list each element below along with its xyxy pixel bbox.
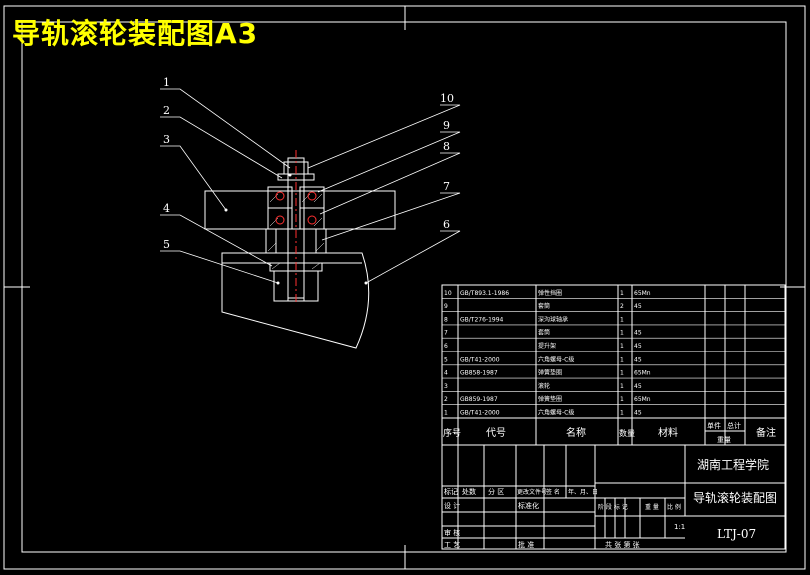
bom-cell-qty: 1 [620,383,624,390]
bom-cell-name: 弹性挡圈 [538,289,562,297]
hdr-total: 总计 [727,421,741,430]
bom-cell-name: 滚轮 [538,382,550,390]
bom-cell-code: GB858-1987 [460,370,498,377]
hdr-unit: 单件 [707,421,721,430]
bom-cell-name: 弹簧垫圈 [538,395,562,403]
bom-cell-name: 套筒 [538,329,550,337]
bom-cell-qty: 2 [620,303,624,310]
bom-cell-material: 45 [634,343,642,350]
tb-date: 年、月、日 [568,488,598,496]
bom-cell-no: 8 [444,316,448,323]
callout-1: 1 [163,76,170,89]
bom-cell-qty: 1 [620,410,624,417]
tb-approve: 批 准 [518,540,534,549]
tb-school: 湖南工程学院 [697,457,769,472]
tb-sign: 签 名 [546,488,560,496]
callout-9: 9 [443,119,450,132]
inner-frame [21,21,787,553]
callout-7: 7 [443,180,450,193]
bom-cell-material: 45 [634,330,642,337]
lift-frame [221,252,370,349]
bom-cell-material: 45 [634,383,642,390]
tb-mark: 标记 [444,487,458,496]
bom-cell-material: 45 [634,356,642,363]
bom-cell-qty: 1 [620,356,624,363]
hdr-qty: 数量 [619,428,635,438]
callout-8: 8 [443,140,450,153]
bom-cell-qty: 1 [620,343,624,350]
bom-cell-name: 深沟球轴承 [538,315,568,323]
bom-cell-code: GB/T41-2000 [460,410,500,417]
bom-cell-no: 9 [444,303,448,310]
tb-design: 设 计 [444,501,460,510]
bom-cell-name: 弹簧垫圈 [538,369,562,377]
bom-cell-no: 3 [444,383,448,390]
bom-cell-qty: 1 [620,330,624,337]
bom-cell-code: GB/T893.1-1986 [460,290,509,297]
tb-count: 处数 [462,487,476,496]
tb-sheets: 共 张 第 张 [605,540,640,549]
hatch-lines [267,193,325,270]
tb-ratio: 比 例 [667,503,681,511]
callout-10: 10 [440,92,454,105]
callout-2: 2 [163,104,170,117]
tb-zone: 分 区 [488,487,504,496]
bom-cell-code: GB859-1987 [460,396,498,403]
bom-cell-material: 45 [634,303,642,310]
bom-cell-material: 65Mn [634,290,651,297]
bom-cell-name: 六角螺母-C级 [538,409,574,417]
bom-cell-material: 45 [634,410,642,417]
callout-6: 6 [443,218,450,231]
callout-5: 5 [163,238,170,251]
bom-cell-material: 65Mn [634,396,651,403]
bom-cell-no: 10 [444,290,452,297]
bom-cell-name: 六角螺母-C级 [538,355,574,363]
bom-cell-code: GB/T41-2000 [460,356,500,363]
hdr-mass: 重量 [717,436,731,444]
tb-scale: 1:1 [674,523,685,531]
bom-cell-material: 65Mn [634,370,651,377]
hdr-code: 代号 [486,427,506,439]
bom-cell-no: 5 [444,356,448,363]
callout-3: 3 [163,133,170,146]
bom-cell-qty: 1 [620,370,624,377]
hdr-material: 材料 [658,426,678,439]
bom-cell-qty: 1 [620,290,624,297]
tb-doc: 更改文件号 [517,488,547,496]
tb-std: 标准化 [518,501,539,510]
hdr-no: 序号 [443,427,461,439]
bom-cell-qty: 1 [620,316,624,323]
callout-4: 4 [163,202,170,215]
bom-cell-no: 6 [444,343,448,350]
bom-cell-no: 4 [444,370,448,377]
bom-cell-no: 1 [444,410,448,417]
bom-cell-no: 2 [444,396,448,403]
bom-cell-no: 7 [444,330,448,337]
bom-cell-name: 套筒 [538,302,550,310]
bom-cell-code: GB/T276-1994 [460,316,504,323]
drawing-title: 导轨滚轮装配图A3 [12,17,259,50]
tb-review: 审 核 [444,528,460,537]
hdr-name: 名称 [566,426,586,439]
tb-drawing-no: LTJ-07 [717,527,756,541]
bom-cell-qty: 1 [620,396,624,403]
hdr-remark: 备注 [756,426,776,439]
tb-drawing-name: 导轨滚轮装配图 [693,490,777,505]
tb-stage: 阶 段 标 记 [598,503,628,511]
tb-process: 工 艺 [444,541,460,549]
bearing-balls [275,191,317,225]
tb-weight: 重 量 [645,503,659,511]
bom-cell-name: 提升架 [538,342,556,350]
